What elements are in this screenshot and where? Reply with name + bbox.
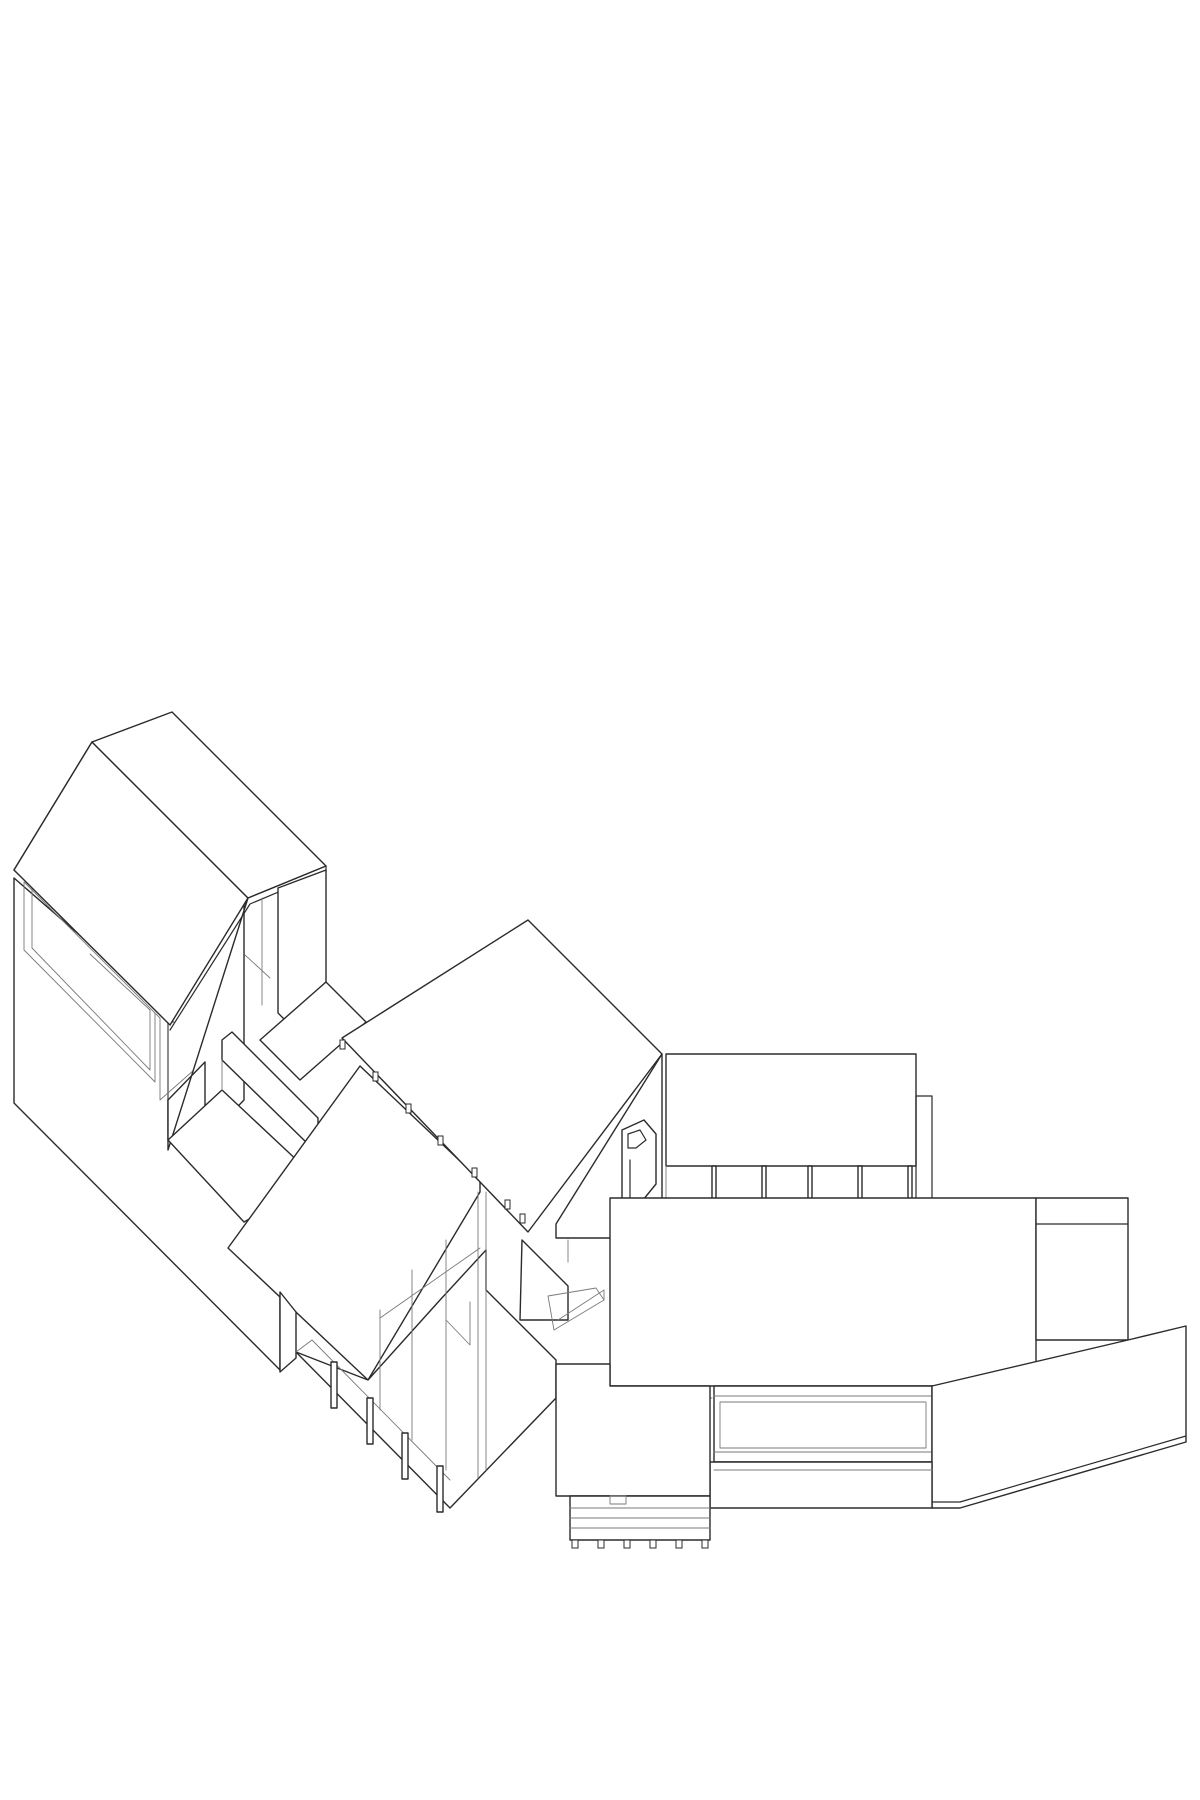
window-band [713, 1385, 933, 1463]
upper-roof [665, 1053, 917, 1167]
main-roof-lower-plane [227, 1065, 481, 1381]
main-gable [227, 919, 663, 1513]
pavilion-window [23, 881, 156, 1083]
gable-pavilion [13, 711, 327, 1371]
rafter-tails [339, 1039, 526, 1224]
canopy-roof [555, 1363, 711, 1497]
main-flat-roof [609, 1197, 1037, 1387]
main-lower-wall [279, 1291, 297, 1373]
lower-wall [709, 1461, 933, 1509]
entry-canopy [555, 1363, 711, 1549]
link-floor [259, 981, 367, 1081]
pavilion-end-wall [167, 897, 249, 1151]
entry-recess [519, 1239, 569, 1321]
colonnade [295, 1191, 557, 1513]
flat-roof-upper [665, 1053, 933, 1211]
entry-steps [569, 1495, 711, 1549]
terrace [709, 1325, 1187, 1509]
annex-roof [1035, 1197, 1129, 1341]
flat-roof-main [609, 1197, 1129, 1463]
